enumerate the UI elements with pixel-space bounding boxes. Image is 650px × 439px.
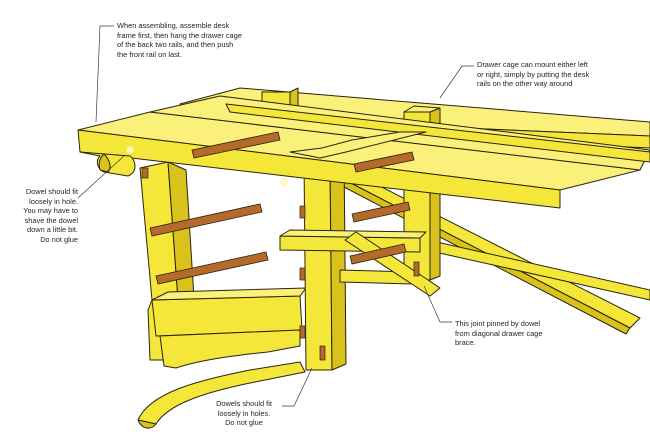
joint-pinned-note: This joint pinned by dowel from diagonal… [455, 319, 543, 348]
leader-dowel-hole [77, 155, 125, 199]
dowel-pin [413, 261, 420, 277]
dowel-pin [299, 325, 306, 339]
dowels-holes-note: Dowels should fit loosely in holes. Do n… [216, 399, 272, 428]
leader-joint-pinned [423, 285, 452, 323]
left-foot [137, 361, 306, 425]
drawer-rail [155, 251, 269, 285]
far-lower-stretcher [407, 235, 650, 301]
drawer-rail [349, 243, 407, 265]
dowel-pin [319, 345, 326, 361]
front-cage-post-left [303, 159, 333, 371]
assembly-note: When assembling, assemble desk frame fir… [117, 21, 242, 59]
dowel-hole-note: Dowel should fit loosely in hole. You ma… [23, 187, 78, 244]
drawer-rail [351, 201, 411, 223]
leader-drawer-cage [439, 65, 474, 99]
end-panel-lower [151, 295, 303, 337]
cage-top-crossbar [289, 131, 427, 159]
leg-arch [159, 329, 301, 369]
leader-assembly [95, 25, 114, 123]
dowel-pin [299, 205, 306, 219]
cage-diagonal-brace [344, 231, 441, 297]
drawer-rail [353, 151, 415, 173]
leader-dowels-holes [282, 367, 313, 407]
dowel-pin [141, 167, 149, 179]
dowel-hole [280, 178, 288, 186]
dowel-pin [299, 267, 306, 281]
drawer-cage-note: Drawer cage can mount either left or rig… [477, 60, 590, 89]
drawer-rail [149, 203, 263, 237]
drawer-rail [191, 131, 281, 159]
dowel-hole [126, 146, 134, 154]
